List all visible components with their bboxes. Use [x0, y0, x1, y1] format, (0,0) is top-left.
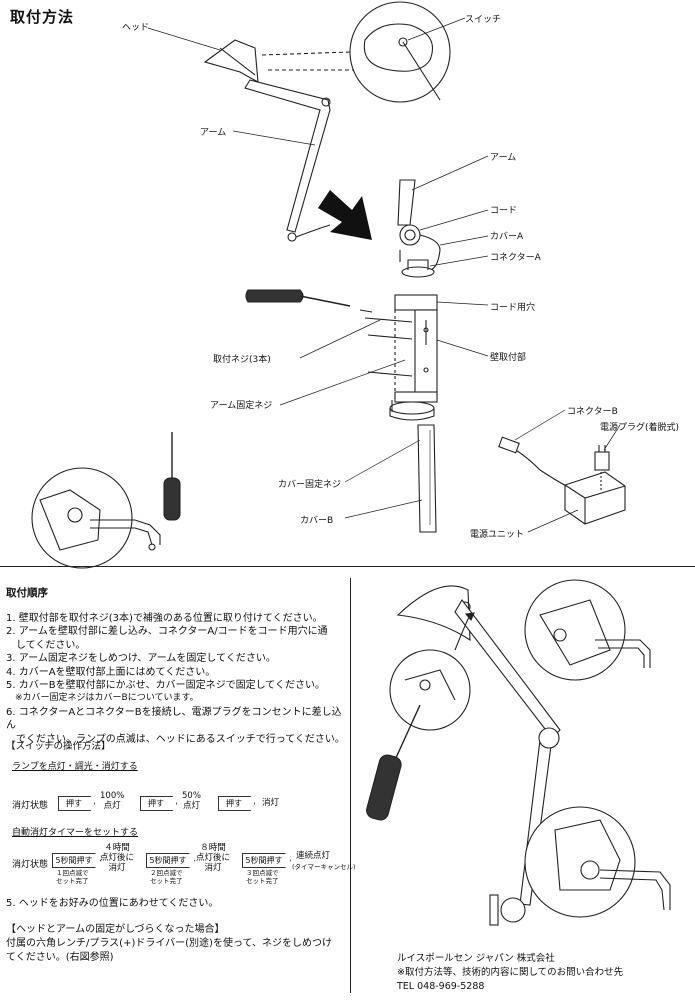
timer-state: 消灯状態 [12, 860, 49, 870]
light-state: 消灯状態 [12, 801, 49, 811]
label-connector-a: コネクターA [490, 253, 541, 263]
label-power-unit: 電源ユニット [470, 530, 525, 540]
power-unit [564, 471, 626, 525]
step-line: 4. カバーAを壁取付部上面にはめてください。 [6, 666, 216, 678]
label-head: ヘッド [122, 23, 150, 33]
press5-step-3: 5秒間押す [242, 853, 291, 868]
note-line-1: 付属の六角レンチ/プラス(+)ドライバー(別途)を使って、ネジをしめつけ [6, 938, 332, 949]
procedure-steps: 1. 壁取付部を取付ネジ(3本)で補強のある位置に取り付けてください。 2. ア… [6, 612, 346, 746]
step-line: 5. カバーBを壁取付部にかぶせ、カバー固定ネジで固定してください。 [6, 680, 325, 692]
step-5: 5. ヘッドをお好みの位置にあわせてください。 [6, 898, 219, 909]
company-tel: TEL 048-969-5288 [397, 981, 485, 992]
label-cord: コード [490, 206, 518, 216]
step-line: でください。ランプの点滅は、ヘッドにあるスイッチで行ってください。 [6, 733, 345, 745]
label-arm-top: アーム [490, 153, 517, 163]
press5-step-2: 5秒間押す [146, 853, 195, 868]
push-step-3: 押す [218, 796, 255, 811]
step-line: 6. コネクターAとコネクターBを接続し、電源プラグをコンセントに差し込ん [6, 706, 342, 732]
procedure-heading: 取付順序 [6, 587, 48, 599]
cover-b [417, 424, 437, 533]
blink-3: ３回点滅で セット完了 [246, 869, 279, 885]
mount-screws [359, 309, 413, 377]
step-line: 3. アーム固定ネジをしめつけ、アームを固定してください。 [6, 653, 276, 665]
label-arm-left: アーム [200, 128, 227, 138]
step-line: ※カバー固定ネジはカバーBについています。 [6, 693, 199, 704]
page-title: 取付方法 [10, 8, 75, 26]
label-connector-b: コネクターB [567, 407, 618, 417]
label-mount-screw: 取付ネジ(3本) [213, 355, 271, 365]
label-wall-mount: 壁取付部 [490, 353, 527, 363]
lamp-head-large [396, 585, 471, 642]
label-cover-fix-screw: カバー固定ネジ [278, 480, 342, 490]
step-line: 1. 壁取付部を取付ネジ(3本)で補強のある位置に取り付けてください。 [6, 613, 323, 624]
label-cover-b: カバーB [300, 516, 334, 526]
timer-title: 自動消灯タイマーをセットする [12, 828, 139, 838]
timer-4h: ４時間 点灯後に 消灯 [100, 843, 135, 873]
blink-1: １回点滅で セット完了 [56, 869, 89, 885]
push-step-2: 押す [140, 796, 177, 811]
blink-2: ２回点滅で セット完了 [150, 869, 183, 885]
timer-cancel: (タイマーキャンセル) [292, 863, 356, 871]
screwdriver [245, 289, 304, 303]
company-contact: ※取付方法等、技術的内容に関してのお問い合わせ先 [397, 967, 624, 978]
column-divider [350, 578, 351, 993]
lamp-arm [244, 79, 331, 233]
label-power-plug: 電源プラグ(着脱式) [600, 423, 680, 433]
label-cord-hole: コード用穴 [490, 303, 536, 313]
label-cover-a: カバーA [490, 232, 524, 242]
section-divider [0, 566, 695, 567]
push-step-1: 押す [58, 796, 95, 811]
press5-step-1: 5秒間押す [52, 853, 101, 868]
step-line: 2. アームを壁取付部に差し込み、コネクターA/コードをコード用穴に通 [6, 626, 328, 638]
wall-mount [394, 294, 438, 311]
continuous-on: 連続点灯 [296, 851, 331, 861]
step-line: してください。 [6, 639, 86, 651]
timer-8h: ８時間 点灯後に 消灯 [196, 843, 231, 873]
switch-ops-heading: 【スイッチの操作方法】 [6, 741, 111, 752]
off-state: 消灯 [262, 798, 280, 808]
half-on: 50% 点灯 [182, 791, 201, 811]
note-heading: 【ヘッドとアームの固定がしづらくなった場合】 [6, 924, 225, 935]
note-line-2: てください。(右図参照) [6, 952, 114, 963]
direction-arrow [318, 190, 372, 240]
light-title: ランプを点灯・調光・消灯する [12, 762, 138, 772]
label-switch: スイッチ [465, 15, 502, 25]
company-name: ルイスポールセン ジャパン 株式会社 [397, 953, 555, 964]
lamp-head [203, 39, 259, 83]
full-on: 100% 点灯 [100, 791, 125, 811]
label-arm-fix-screw: アーム固定ネジ [210, 401, 273, 411]
